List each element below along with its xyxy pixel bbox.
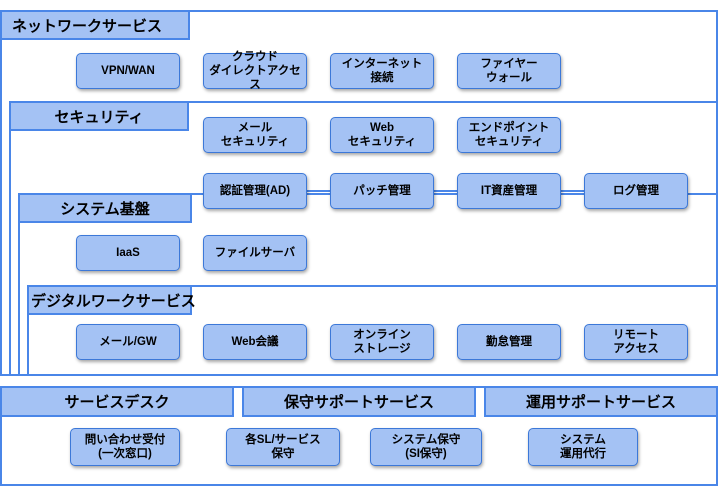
digital-work-title: デジタルワークサービス <box>31 292 196 310</box>
chain-connector-1 <box>307 190 330 192</box>
remote-access-box[interactable]: リモート アクセス <box>584 324 688 360</box>
vpn-wan-box[interactable]: VPN/WAN <box>76 53 180 89</box>
firewall-box[interactable]: ファイヤー ウォール <box>457 53 561 89</box>
maintenance-support-title: 保守サポートサービス <box>283 394 434 411</box>
system-platform-header: システム基盤 <box>18 193 192 223</box>
system-maintenance-box[interactable]: システム保守 (SI保守) <box>370 428 482 466</box>
network-services-header: ネットワークサービス <box>0 10 190 40</box>
inquiry-reception-box[interactable]: 問い合わせ受付 (一次窓口) <box>70 428 180 466</box>
auth-management-box[interactable]: 認証管理(AD) <box>203 173 307 209</box>
online-storage-box[interactable]: オンライン ストレージ <box>330 324 434 360</box>
cloud-direct-access-box[interactable]: クラウド ダイレクトアクセス <box>203 51 307 91</box>
chain-connector-2 <box>434 190 457 192</box>
attendance-management-box[interactable]: 勤怠管理 <box>457 324 561 360</box>
operation-support-title: 運用サポートサービス <box>525 394 676 411</box>
it-asset-management-box[interactable]: IT資産管理 <box>457 173 561 209</box>
security-header: セキュリティ <box>9 101 189 131</box>
patch-management-box[interactable]: パッチ管理 <box>330 173 434 209</box>
mail-security-box[interactable]: メール セキュリティ <box>203 117 307 153</box>
web-security-box[interactable]: Web セキュリティ <box>330 117 434 153</box>
network-services-title: ネットワークサービス <box>12 17 163 35</box>
sl-service-maintenance-box[interactable]: 各SL/サービス 保守 <box>226 428 340 466</box>
iaas-box[interactable]: IaaS <box>76 235 180 271</box>
operation-support-header: 運用サポートサービス <box>484 386 718 417</box>
endpoint-security-box[interactable]: エンドポイント セキュリティ <box>457 117 561 153</box>
system-platform-title: システム基盤 <box>60 200 150 218</box>
security-title: セキュリティ <box>54 108 144 126</box>
web-conference-box[interactable]: Web会議 <box>203 324 307 360</box>
service-desk-header: サービスデスク <box>0 386 234 417</box>
system-operation-box[interactable]: システム 運用代行 <box>528 428 638 466</box>
digital-work-header: デジタルワークサービス <box>27 285 196 315</box>
chain-connector-3 <box>561 190 584 192</box>
maintenance-support-header: 保守サポートサービス <box>242 386 476 417</box>
mail-gw-box[interactable]: メール/GW <box>76 324 180 360</box>
service-desk-title: サービスデスク <box>64 394 170 411</box>
file-server-box[interactable]: ファイルサーバ <box>203 235 307 271</box>
log-management-box[interactable]: ログ管理 <box>584 173 688 209</box>
internet-connection-box[interactable]: インターネット 接続 <box>330 53 434 89</box>
